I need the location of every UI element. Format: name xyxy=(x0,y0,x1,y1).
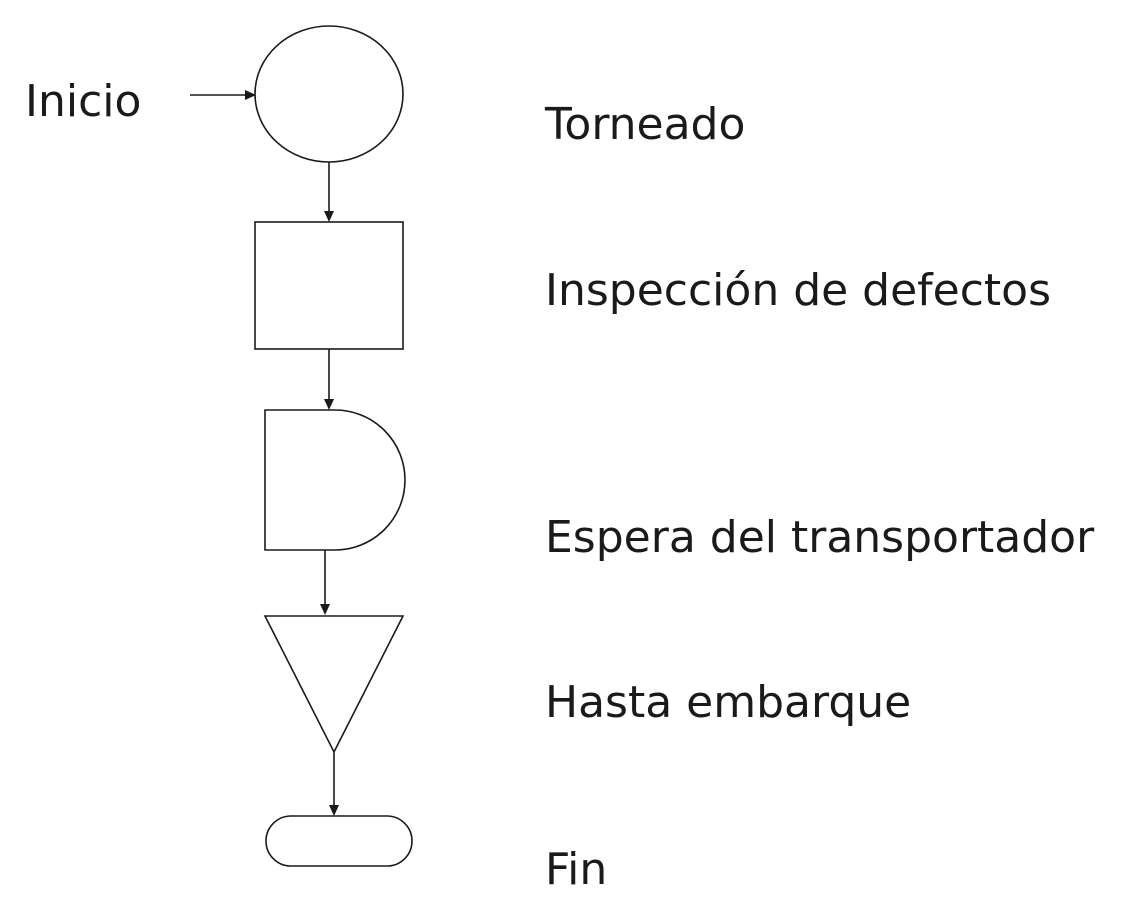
terminal-symbol xyxy=(265,815,413,867)
connector-arrow-3 xyxy=(320,550,330,615)
connector-arrow-1 xyxy=(324,162,334,222)
operation-circle-symbol xyxy=(254,25,404,163)
start-arrow xyxy=(190,90,256,100)
step-label-embarque: Hasta embarque xyxy=(545,677,911,728)
connector-arrow-4 xyxy=(329,752,339,816)
step-label-torneado: Torneado xyxy=(544,99,745,150)
connector-arrow-2 xyxy=(324,349,334,410)
step-label-inspeccion: Inspección de defectos xyxy=(545,265,1051,316)
step-label-espera: Espera del transportador xyxy=(545,512,1095,563)
start-label: Inicio xyxy=(25,76,141,127)
storage-triangle-symbol xyxy=(263,615,405,754)
inspection-square-symbol xyxy=(254,221,404,350)
step-label-fin: Fin xyxy=(545,844,607,895)
delay-d-symbol xyxy=(264,409,406,551)
